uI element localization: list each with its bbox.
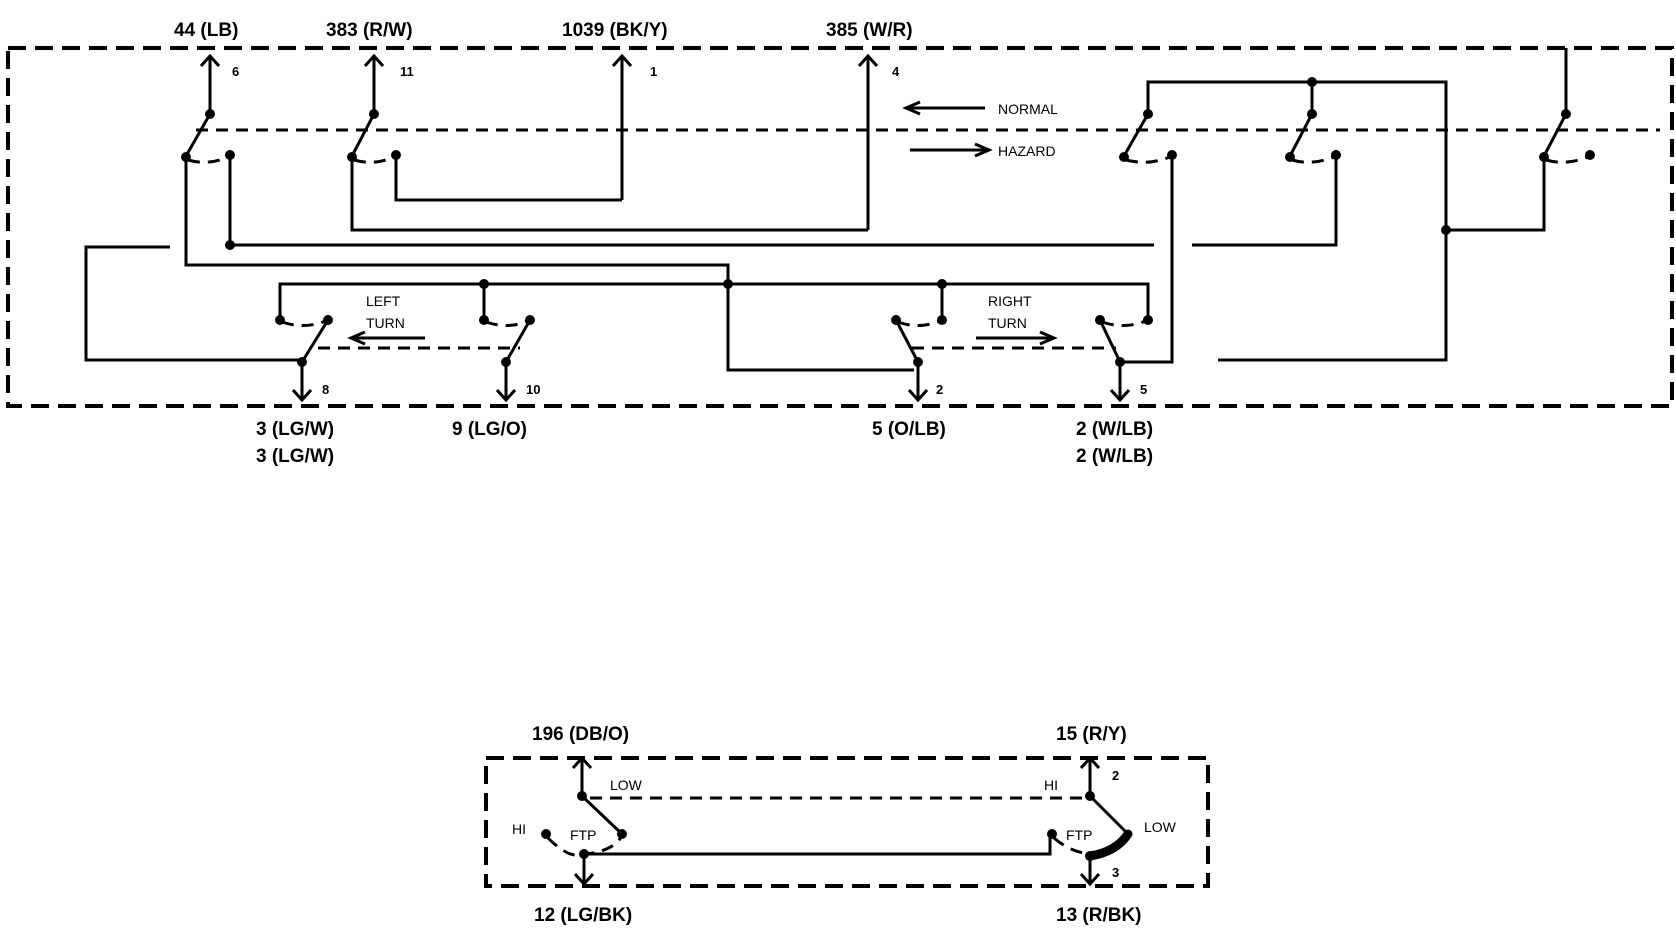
wire-label-2-wlb-a: 2 (W/LB) bbox=[1076, 419, 1153, 440]
left-turn-label-2: TURN bbox=[366, 315, 405, 331]
pin-10: 10 bbox=[526, 382, 540, 397]
wire-label-383-rw: 383 (R/W) bbox=[326, 20, 413, 41]
dimmer-switch-frame bbox=[484, 756, 1210, 888]
wire-label-2-wlb-b: 2 (W/LB) bbox=[1076, 446, 1153, 467]
hazard-contacts-left bbox=[181, 109, 1154, 372]
right-turn-label-1: RIGHT bbox=[988, 293, 1032, 309]
dimmer-pin-3: 3 bbox=[1112, 865, 1119, 880]
top-connector-arrows bbox=[199, 53, 879, 230]
wire-label-44-lb: 44 (LB) bbox=[174, 20, 238, 41]
pin-5: 5 bbox=[1140, 382, 1147, 397]
hazard-label: HAZARD bbox=[998, 143, 1056, 159]
dimmer-right-contacts: 2 3 HI FTP LOW bbox=[1044, 755, 1177, 887]
wire-label-196-dbo: 196 (DB/O) bbox=[532, 724, 629, 745]
left-turn-label-1: LEFT bbox=[366, 293, 401, 309]
pin-8: 8 bbox=[322, 382, 329, 397]
pin-2: 2 bbox=[936, 382, 943, 397]
pin-1: 1 bbox=[650, 64, 657, 79]
wire-label-1039-bky: 1039 (BK/Y) bbox=[562, 20, 668, 41]
mode-indicators: NORMAL HAZARD bbox=[902, 100, 1058, 159]
dimmer-low-right-label: LOW bbox=[1144, 819, 1177, 835]
left-turn-contacts: LEFT TURN bbox=[275, 293, 535, 403]
dimmer-hi-left-label: HI bbox=[512, 821, 526, 837]
dimmer-hi-right-label: HI bbox=[1044, 777, 1058, 793]
left-feed-wire bbox=[84, 245, 302, 362]
wire-label-9-lgo: 9 (LG/O) bbox=[452, 419, 527, 440]
dimmer-crossover-wire bbox=[584, 836, 1052, 856]
wire-label-3-lgw-a: 3 (LG/W) bbox=[256, 419, 334, 440]
turn-signal-bus bbox=[278, 279, 1150, 318]
wire-label-15-ry: 15 (R/Y) bbox=[1056, 724, 1127, 745]
dimmer-low-left-label: LOW bbox=[610, 777, 643, 793]
pin-4: 4 bbox=[892, 64, 900, 79]
wire-label-13-rbk: 13 (R/BK) bbox=[1056, 905, 1142, 926]
normal-label: NORMAL bbox=[998, 101, 1058, 117]
pin-6: 6 bbox=[232, 64, 239, 79]
wire-label-3-lgw-b: 3 (LG/W) bbox=[256, 446, 334, 467]
hazard-contacts-right bbox=[1118, 48, 1595, 364]
wire-label-385-wr: 385 (W/R) bbox=[826, 20, 913, 41]
dimmer-left-contacts: LOW HI FTP bbox=[512, 755, 643, 887]
wire-label-5-olb: 5 (O/LB) bbox=[872, 419, 946, 440]
right-turn-contacts: RIGHT TURN bbox=[891, 293, 1153, 403]
dimmer-ftp-right-label: FTP bbox=[1066, 827, 1092, 843]
right-turn-label-2: TURN bbox=[988, 315, 1027, 331]
wire-label-12-lgbk: 12 (LG/BK) bbox=[534, 905, 632, 926]
dimmer-ftp-left-label: FTP bbox=[570, 827, 596, 843]
hazard-turn-switch-frame bbox=[6, 46, 1674, 408]
dimmer-pin-2: 2 bbox=[1112, 768, 1119, 783]
pin-11: 11 bbox=[400, 64, 414, 79]
